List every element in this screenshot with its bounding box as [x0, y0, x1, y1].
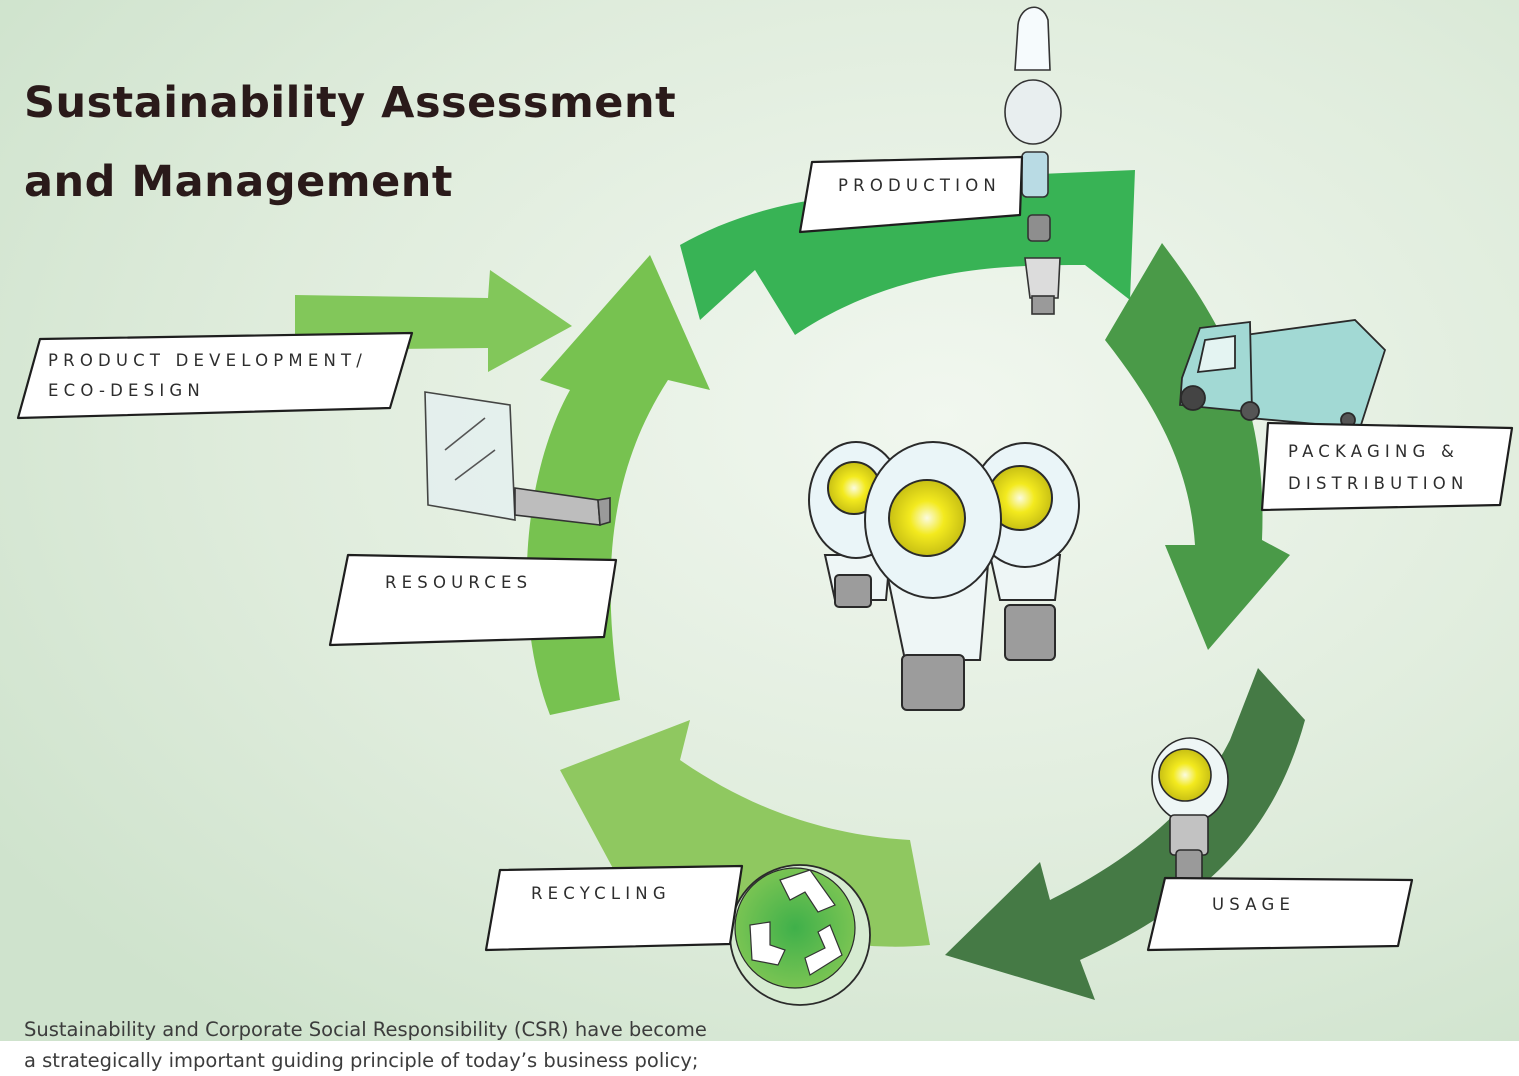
card-resources — [328, 553, 618, 647]
label-cards — [16, 155, 1514, 952]
label-product-development: PRODUCT DEVELOPMENT/ ECO-DESIGN — [48, 346, 367, 406]
label-resources: RESOURCES — [385, 573, 533, 592]
arrow-production — [680, 170, 1135, 335]
title-line-2: and Management — [24, 157, 453, 207]
label-production: PRODUCTION — [838, 176, 1001, 195]
label-product-development-line-1: PRODUCT DEVELOPMENT/ — [48, 351, 368, 370]
lifecycle-diagram — [0, 0, 1519, 1041]
card-usage — [1146, 876, 1414, 952]
label-packaging-line-1: PACKAGING & — [1288, 442, 1460, 461]
single-bulb-icon — [1151, 737, 1229, 887]
glass-pane-icon — [424, 391, 611, 527]
label-packaging-line-2: DISTRIBUTION — [1288, 474, 1469, 493]
arrow-usage — [945, 668, 1305, 1000]
card-packaging — [1260, 421, 1514, 512]
page-title: Sustainability Assessment and Management — [24, 64, 676, 222]
card-production — [798, 155, 1024, 234]
bulb-parts-icon — [1004, 6, 1062, 315]
label-product-development-line-2: ECO-DESIGN — [48, 381, 205, 400]
intro-line-2: a strategically important guiding princi… — [24, 1049, 699, 1072]
label-recycling: RECYCLING — [531, 884, 671, 903]
arrow-packaging — [1105, 243, 1290, 650]
title-line-1: Sustainability Assessment — [24, 78, 677, 128]
intro-text: Sustainability and Corporate Social Resp… — [24, 1014, 764, 1076]
intro-line-1: Sustainability and Corporate Social Resp… — [24, 1018, 707, 1041]
light-bulb-group-icon — [808, 441, 1080, 711]
card-recycling — [484, 864, 744, 952]
card-product-development — [16, 331, 414, 420]
recycling-symbol-icon — [729, 864, 871, 1006]
delivery-truck-icon — [1179, 319, 1387, 429]
label-usage: USAGE — [1212, 895, 1296, 914]
label-packaging-distribution: PACKAGING & DISTRIBUTION — [1288, 436, 1469, 500]
